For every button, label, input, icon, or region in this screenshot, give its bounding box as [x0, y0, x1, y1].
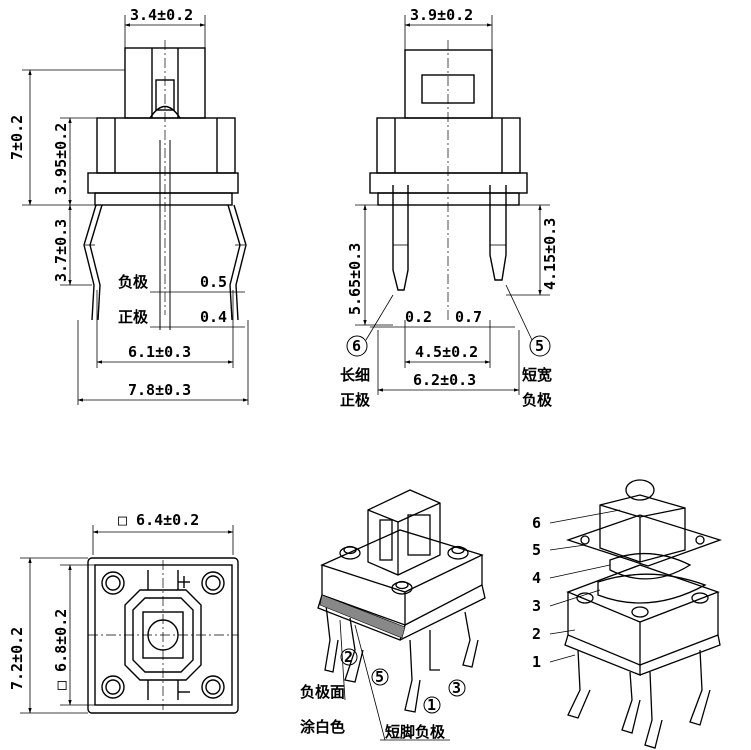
exploded-label-6: 6 — [532, 514, 541, 532]
iso-view — [317, 489, 486, 741]
iso-white-face — [319, 594, 406, 639]
front-body-height: 3.95±0.2 — [52, 123, 70, 195]
iso-pin-3: 3 — [452, 679, 461, 697]
pos-label: 正极 — [118, 308, 149, 326]
marker-left: 6 — [352, 337, 361, 355]
side-pitch-outer: 6.2±0.3 — [413, 371, 476, 389]
exploded-label-3: 3 — [532, 597, 541, 615]
bottom-height-inner: □ 6.8±0.2 — [52, 609, 70, 690]
iso-pin-1: 1 — [427, 696, 436, 714]
pos-value: 0.4 — [200, 308, 227, 326]
iso-pin-2: 2 — [344, 648, 353, 666]
neg-label: 负极 — [118, 273, 149, 291]
front-total-height: 7±0.2 — [8, 115, 26, 160]
side-long-pin: 5.65±0.3 — [346, 243, 364, 315]
exploded-view — [549, 479, 723, 749]
front-pin-length: 3.7±0.3 — [52, 219, 70, 282]
bottom-width: □ 6.4±0.2 — [118, 511, 199, 529]
side-gap-left: 0.2 — [405, 308, 432, 326]
iso-pin-5: 5 — [375, 668, 384, 686]
front-total-width: 7.8±0.3 — [128, 381, 191, 399]
neg-value: 0.5 — [200, 273, 227, 291]
front-view — [22, 15, 249, 405]
exploded-label-5: 5 — [532, 541, 541, 559]
side-pitch-inner: 4.5±0.2 — [415, 343, 478, 361]
side-top-width: 3.9±0.2 — [410, 6, 473, 24]
side-short-pin: 4.15±0.3 — [541, 218, 559, 290]
left-note-2: 正极 — [340, 391, 371, 409]
exploded-label-2: 2 — [532, 625, 541, 643]
bottom-height-outer: 7.2±0.2 — [8, 627, 26, 690]
bottom-view — [20, 525, 239, 714]
front-pin-pitch: 6.1±0.3 — [128, 343, 191, 361]
exploded-label-1: 1 — [532, 653, 541, 671]
iso-note-3: 短脚负极 — [385, 723, 446, 741]
left-note-1: 长细 — [340, 366, 370, 384]
iso-note-2: 涂白色 — [300, 718, 345, 736]
side-gap-right: 0.7 — [455, 308, 482, 326]
iso-note-1: 负极面 — [300, 683, 345, 701]
marker-right: 5 — [535, 337, 544, 355]
exploded-label-4: 4 — [532, 569, 541, 587]
side-view — [346, 15, 551, 395]
right-note-1: 短宽 — [522, 366, 552, 384]
right-note-2: 负极 — [522, 391, 553, 409]
front-top-width: 3.4±0.2 — [130, 6, 193, 24]
